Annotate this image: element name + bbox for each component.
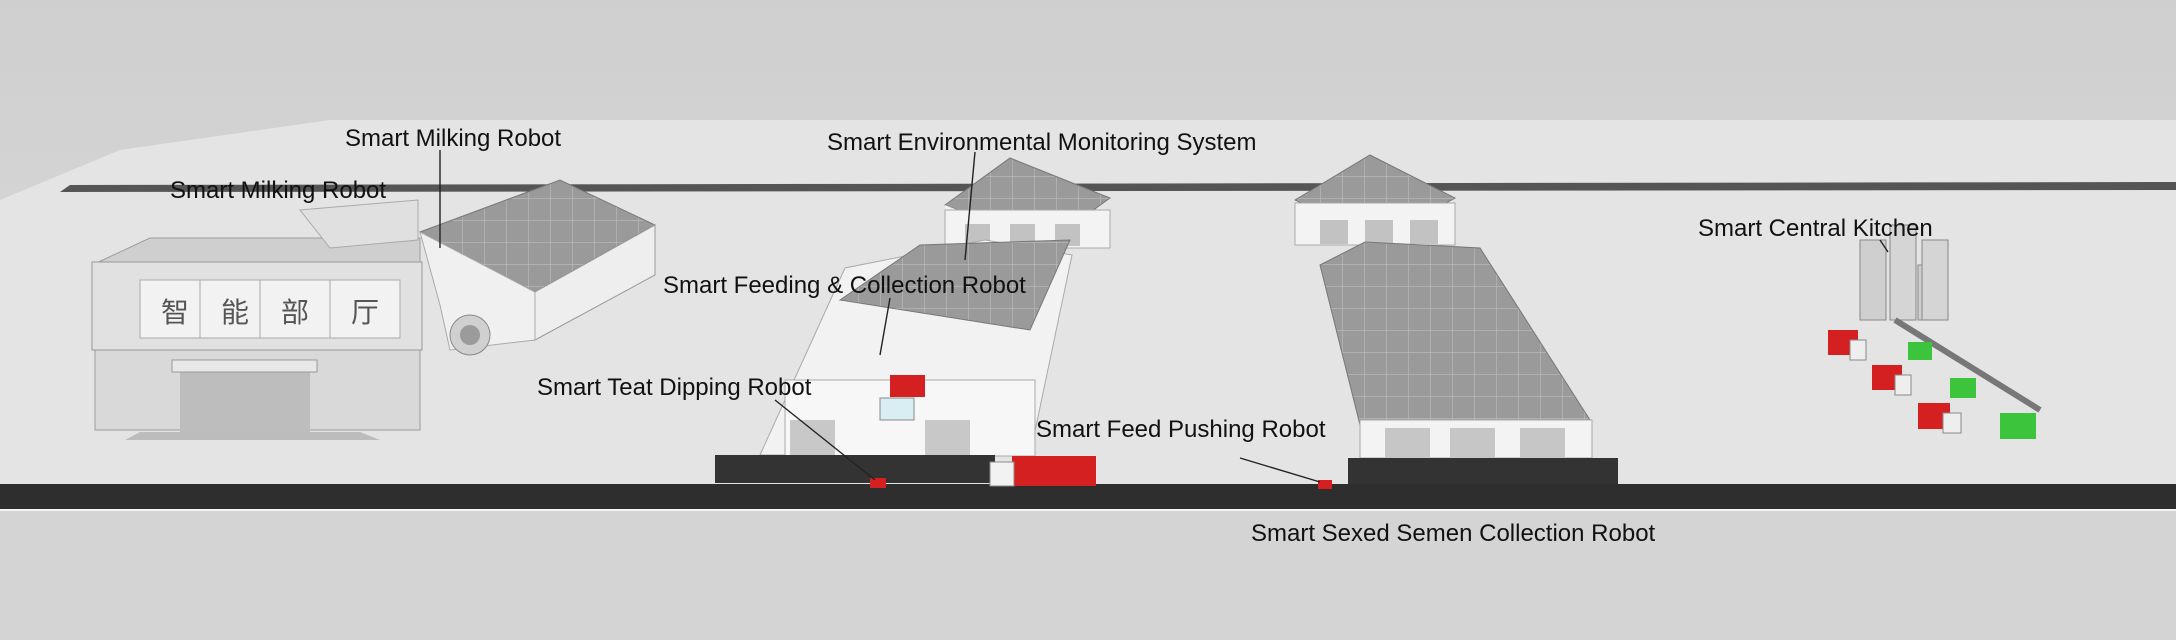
environmental-monitoring-barn bbox=[943, 157, 1112, 249]
back-road bbox=[60, 182, 2176, 192]
building-sign: 智 能 部 厅 bbox=[161, 296, 379, 329]
feed-pushing-barn bbox=[1319, 241, 1618, 484]
sign-char-1: 智 bbox=[161, 296, 189, 329]
leader-teat bbox=[774, 399, 876, 481]
semen-collection-robot bbox=[1318, 480, 1332, 489]
back-right-barn bbox=[1293, 154, 1457, 246]
main-road bbox=[0, 484, 2176, 510]
leader-environmental bbox=[964, 151, 976, 261]
label-milking-robot-top: Smart Milking Robot bbox=[345, 125, 561, 152]
central-kitchen bbox=[1859, 224, 2042, 439]
milking-parlor-building bbox=[91, 199, 423, 440]
label-feeding-collection: Smart Feeding & Collection Robot bbox=[663, 272, 1026, 299]
milking-robot-barn bbox=[418, 179, 657, 356]
sign-char-4: 厅 bbox=[351, 296, 379, 329]
label-environmental-monitoring: Smart Environmental Monitoring System bbox=[827, 129, 1257, 156]
sign-char-2: 能 bbox=[221, 296, 249, 329]
label-milking-robot-left: Smart Milking Robot bbox=[170, 177, 386, 204]
label-feed-pushing: Smart Feed Pushing Robot bbox=[1036, 416, 1326, 443]
label-teat-dipping: Smart Teat Dipping Robot bbox=[537, 374, 812, 401]
sign-char-3: 部 bbox=[281, 296, 309, 329]
feeding-collection-barn bbox=[715, 239, 1073, 483]
red-feed-truck bbox=[1012, 456, 1096, 486]
truck-cab bbox=[989, 461, 1015, 487]
leader-feeding bbox=[879, 297, 891, 356]
front-ground bbox=[0, 510, 2176, 640]
teat-dipping-robot bbox=[870, 478, 886, 488]
leader-kitchen bbox=[1879, 239, 1889, 253]
kitchen-trucks bbox=[1828, 330, 1962, 434]
label-sexed-semen: Smart Sexed Semen Collection Robot bbox=[1251, 520, 1656, 547]
label-central-kitchen: Smart Central Kitchen bbox=[1698, 215, 1933, 242]
leader-feed-pushing bbox=[1239, 457, 1321, 483]
